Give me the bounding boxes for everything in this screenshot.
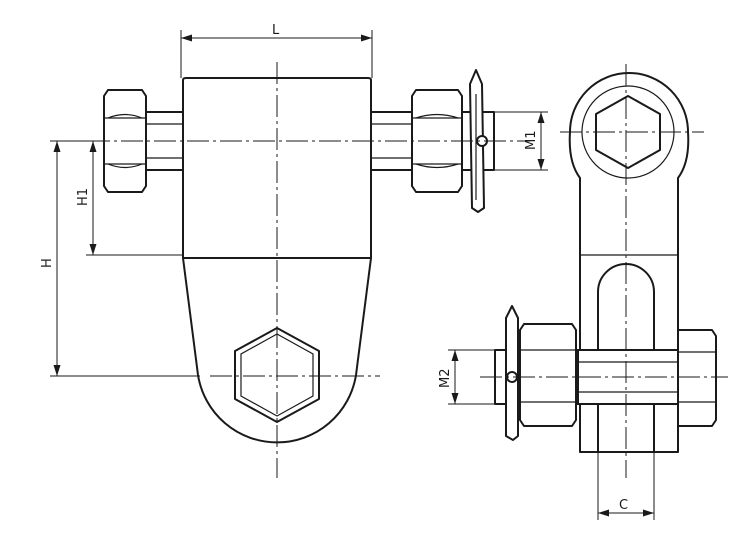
side-bolt-head — [677, 329, 717, 427]
dimension-label-M2: M2 — [438, 369, 453, 389]
dimension-H1: H1 — [76, 141, 183, 256]
side-nut — [519, 323, 577, 427]
dimension-label-H: H — [40, 258, 55, 268]
dimension-H: H — [40, 140, 200, 377]
dimension-label-C: C — [619, 498, 628, 513]
side-view — [480, 64, 728, 478]
dimension-C: C — [597, 452, 655, 520]
dimension-label-H1: H1 — [76, 188, 91, 206]
side-cotter-pin — [505, 305, 519, 441]
dimension-label-L: L — [272, 23, 280, 38]
dimension-M1: M1 — [494, 111, 548, 171]
dimension-L: L — [180, 23, 373, 78]
front-bolt-shank — [142, 111, 413, 171]
front-view — [88, 62, 530, 478]
dimension-label-M1: M1 — [524, 131, 539, 151]
dimension-M2: M2 — [438, 349, 495, 405]
front-cotter-pin — [461, 69, 495, 213]
